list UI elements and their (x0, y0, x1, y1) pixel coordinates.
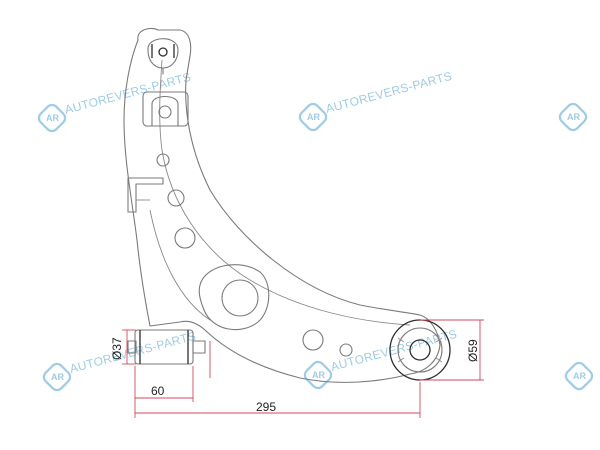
watermark-1: AR AUTOREVERS-PARTS (37, 70, 193, 133)
watermark-text: AUTOREVERS-PARTS (324, 69, 453, 116)
watermark-logo-text: AR (567, 112, 580, 122)
dimension-labels: Ø37 60 295 Ø59 (110, 337, 480, 414)
watermark-2: AR AUTOREVERS-PARTS (298, 69, 454, 132)
hole-4 (221, 279, 259, 317)
rear-bushing-ribs (397, 337, 443, 363)
ball-joint-housing (147, 38, 179, 69)
watermark-logo-icon (558, 102, 588, 132)
watermark-logo-text: AR (307, 112, 320, 122)
arm-lower-flange (149, 209, 211, 321)
dim-label-bushing-diameter: Ø37 (110, 337, 124, 360)
watermark-logo-text: AR (573, 371, 586, 381)
rear-bushing-inner (409, 339, 431, 361)
watermark-text: AUTOREVERS-PARTS (68, 329, 197, 376)
hole-6 (339, 343, 353, 357)
hole-3 (174, 227, 196, 249)
large-cutout (198, 264, 270, 331)
upper-mount-arch (151, 95, 179, 127)
dim-label-bushing-length: 60 (151, 384, 165, 398)
watermark-6: AR (564, 361, 594, 391)
ball-joint-boot (151, 44, 175, 58)
watermark-3: AR (558, 102, 588, 132)
watermark-logo-text: AR (46, 113, 59, 123)
watermark-logo-icon (564, 361, 594, 391)
hole-2 (167, 189, 185, 207)
hole-1 (156, 153, 170, 167)
ball-joint-center (158, 47, 168, 57)
upper-mount-block (142, 91, 189, 127)
front-bushing-pin-left (127, 340, 137, 354)
watermark-logo-icon (42, 362, 72, 392)
front-bushing (127, 329, 206, 365)
front-bushing-pin-right (192, 340, 206, 354)
watermark-logo-text: AR (312, 370, 325, 380)
watermark-logo-icon (303, 360, 333, 390)
rear-bushing-rubber (397, 327, 443, 373)
upper-mount (142, 91, 189, 127)
watermark-logo-icon (298, 102, 328, 132)
dimension-lines (122, 319, 484, 418)
upper-mount-hole (158, 105, 172, 119)
arm-outline (123, 27, 441, 383)
watermark-logo-text: AR (51, 372, 64, 382)
hole-5 (302, 329, 324, 351)
control-arm-body (123, 27, 441, 383)
dim-label-overall-length: 295 (256, 400, 276, 414)
ball-joint (147, 38, 179, 75)
side-bracket (127, 177, 164, 213)
watermark-logo-icon (37, 103, 67, 133)
front-bushing-flanges (139, 330, 189, 364)
dim-label-rear-diameter: Ø59 (466, 339, 480, 362)
